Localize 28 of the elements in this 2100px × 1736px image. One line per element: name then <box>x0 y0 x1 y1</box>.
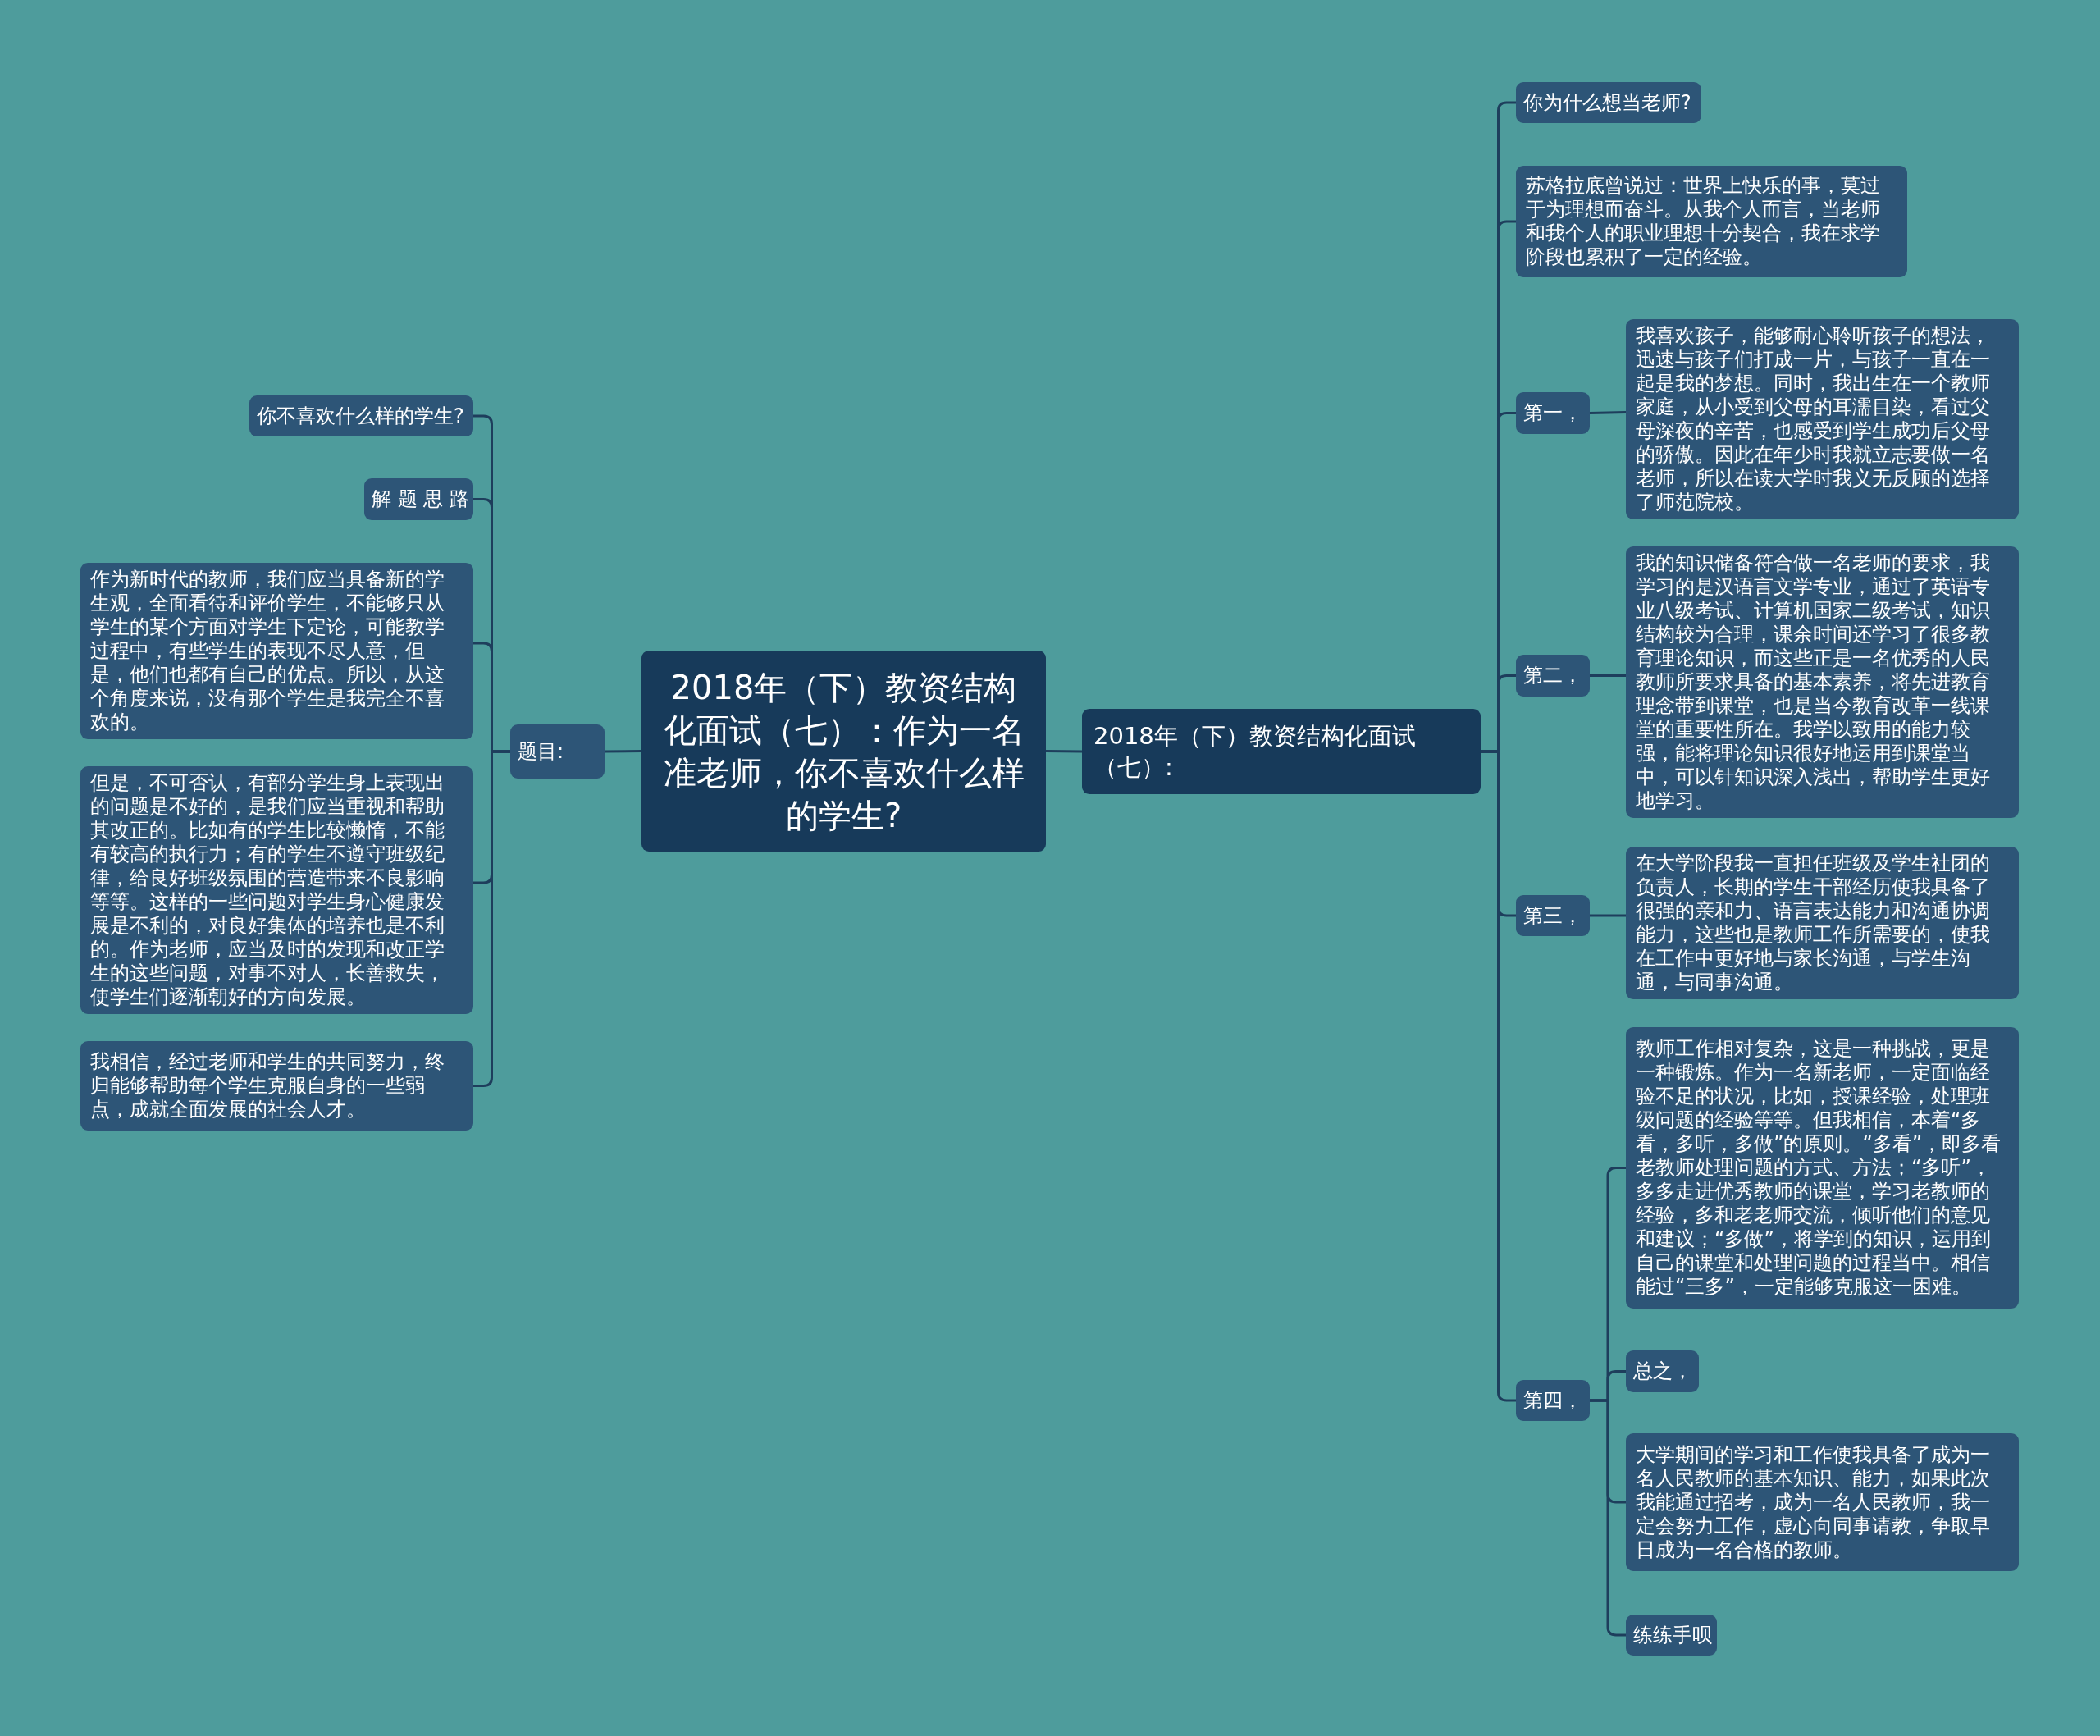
topic-box: 第四， <box>1516 1380 1590 1421</box>
topic-box: 我相信，经过老师和学生的共同努力，终归能够帮助每个学生克服自身的一些弱点，成就全面发展的社会人才。 <box>80 1041 473 1131</box>
topic-box: 第二， <box>1516 655 1590 697</box>
topic-box: 第三， <box>1516 895 1590 936</box>
connector-line <box>1590 674 1626 677</box>
topic-box: 第一， <box>1516 392 1590 434</box>
connector-line <box>1590 914 1626 917</box>
topic-box: 你不喜欢什么样的学生? <box>249 395 473 436</box>
topic-box: 我的知识储备符合做一名老师的要求，我学习的是汉语言文学专业，通过了英语专业八级考试、计算机国家二级考试，知识结构较为合理，课余时间还学习了很多教育理论知识，而这些正是一名优秀的人民教师所要求具备的基本素养，将先进教育理念带到课堂，也是当今教育改革一线课堂的重要性所在。我学以致用的能力较强，能将理论知识很好地运用到课堂当中，可以针知识深入浅出，帮助学生更好地学习。 <box>1626 546 2019 818</box>
topic-box: 你为什么想当老师? <box>1516 82 1701 123</box>
topic-box: 但是，不可否认，有部分学生身上表现出的问题是不好的，是我们应当重视和帮助其改正的。比如有的学生比较懒惰，不能有较高的执行力；有的学生不遵守班级纪律，给良好班级氛围的营造带来不良影响等等。这样的一些问题对学生身心健康发展是不利的，对良好集体的培养也是不利的。作为老师，应当及时的发现和改正学生的这些问题，对事不对人，长善救失，使学生们逐渐朝好的方向发展。 <box>80 766 473 1014</box>
connector-line <box>1046 750 1082 753</box>
topic-box: 教师工作相对复杂，这是一种挑战，更是一种锻炼。作为一名新老师，一定面临经验不足的状况，比如，授课经验，处理班级问题的经验等等。但我相信，本着“多看，多听，多做”的原则。“多看”，即多看老教师处理问题的方式、方法；“多听”，多多走进优秀教师的课堂，学习老教师的经验，多和老老师交流，倾听他们的意见和建议；“多做”，将学到的知识，运用到自己的课堂和处理问题的过程当中。相信能过“三多”，一定能够克服这一困难。 <box>1626 1027 2019 1309</box>
topic-box: 总之， <box>1626 1350 1699 1392</box>
topic-box: 作为新时代的教师，我们应当具备新的学生观，全面看待和评价学生，不能够只从学生的某个方面对学生下定论，可能教学过程中，有些学生的表现不尽人意，但是，他们也都有自己的优点。所以，从这个角度来说，没有那个学生是我完全不喜欢的。 <box>80 563 473 739</box>
topic-box: 我喜欢孩子，能够耐心聆听孩子的想法，迅速与孩子们打成一片，与孩子一直在一起是我的梦想。同时，我出生在一个教师家庭，从小受到父母的耳濡目染，看过父母深夜的辛苦，也感受到学生成功后父母的骄傲。因此在年少时我就立志要做一名老师，所以在读大学时我义无反顾的选择了师范院校。 <box>1626 319 2019 519</box>
topic-box: 大学期间的学习和工作使我具备了成为一名人民教师的基本知识、能力，如果此次我能通过招考，成为一名人民教师，我一定会努力工作，虚心向同事请教，争取早日成为一名合格的教师。 <box>1626 1433 2019 1571</box>
connector-line <box>1590 1399 1626 1637</box>
topic-box: 题目: <box>510 724 605 779</box>
topic-box: 在大学阶段我一直担任班级及学生社团的负责人，长期的学生干部经历使我具备了很强的亲和力、语言表达能力和沟通协调能力，这些也是教师工作所需要的，使我在工作中更好地与家长沟通，与学生沟通，与同事沟通。 <box>1626 847 2019 999</box>
topic-box: 解 题 思 路 <box>364 478 473 520</box>
connector-line <box>1589 411 1627 414</box>
topic-box: 练练手呗 <box>1626 1615 1717 1656</box>
main-topic-box: 2018年（下）教资结构化面试（七）: <box>1082 709 1481 794</box>
connector-line <box>605 750 641 753</box>
topic-box: 苏格拉底曾说过：世界上快乐的事，莫过于为理想而奋斗。从我个人而言，当老师和我个人的职业理想十分契合，我在求学阶段也累积了一定的经验。 <box>1516 166 1907 277</box>
central-topic-box: 2018年（下）教资结构化面试（七）：作为一名准老师，你不喜欢什么样的学生? <box>641 651 1046 852</box>
connector-line <box>473 750 510 1087</box>
